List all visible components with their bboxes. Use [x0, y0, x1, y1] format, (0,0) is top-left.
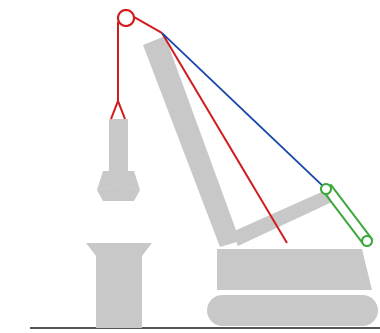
crane-body: [217, 249, 372, 290]
crawler-track: [207, 295, 378, 326]
hoist-rope: [110, 16, 288, 244]
gantry-top-sheave: [320, 183, 332, 195]
foundation-pile: [86, 243, 152, 328]
boom-tip-sheave: [116, 8, 136, 28]
gantry-bottom-sheave: [361, 235, 373, 247]
hoisted-pile: [97, 119, 140, 201]
gantry-strut: [232, 190, 332, 246]
boom-pendant-rope: [161, 32, 327, 190]
crane-boom: [143, 36, 240, 247]
gantry-frame: [320, 183, 374, 247]
